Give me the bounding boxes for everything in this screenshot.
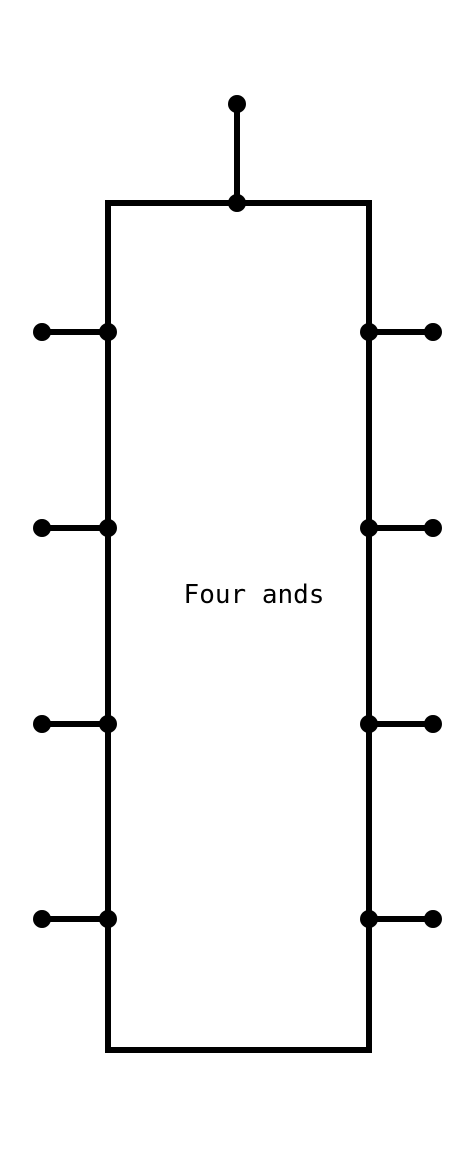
left-pin-junction-2[interactable] (99, 519, 117, 537)
right-pin-junction-2[interactable] (360, 519, 378, 537)
pin-wires (42, 104, 433, 922)
right-pin-junction-4[interactable] (360, 910, 378, 928)
left-pin-junction-1[interactable] (99, 323, 117, 341)
left-pin-terminal-2[interactable] (33, 519, 51, 537)
block-body[interactable] (105, 200, 372, 1053)
block-label: Four ands (184, 580, 325, 610)
top-pin-junction[interactable] (228, 194, 246, 212)
right-pin-terminal-3[interactable] (424, 715, 442, 733)
pin-connectors (33, 95, 442, 928)
right-pin-junction-3[interactable] (360, 715, 378, 733)
right-pin-terminal-1[interactable] (424, 323, 442, 341)
right-pin-terminal-4[interactable] (424, 910, 442, 928)
left-pin-junction-3[interactable] (99, 715, 117, 733)
right-pin-terminal-2[interactable] (424, 519, 442, 537)
left-pin-terminal-1[interactable] (33, 323, 51, 341)
right-pin-junction-1[interactable] (360, 323, 378, 341)
left-pin-junction-4[interactable] (99, 910, 117, 928)
left-pin-terminal-3[interactable] (33, 715, 51, 733)
left-pin-terminal-4[interactable] (33, 910, 51, 928)
top-pin-terminal[interactable] (228, 95, 246, 113)
